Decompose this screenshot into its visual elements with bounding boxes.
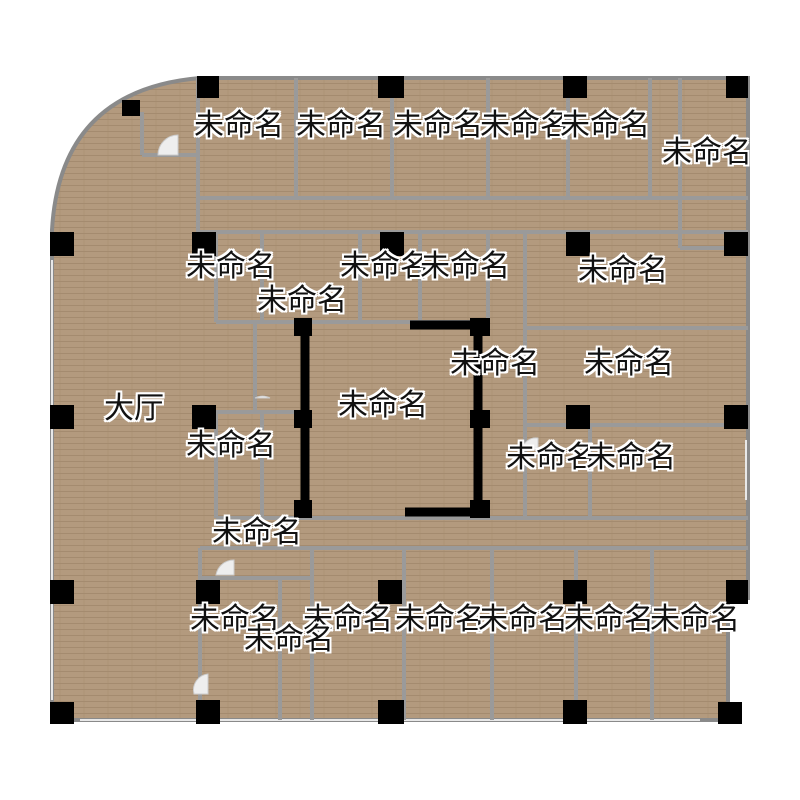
partition-walls — [140, 78, 748, 720]
floor-area — [50, 76, 750, 722]
doors — [157, 134, 539, 695]
pillars — [50, 76, 748, 724]
